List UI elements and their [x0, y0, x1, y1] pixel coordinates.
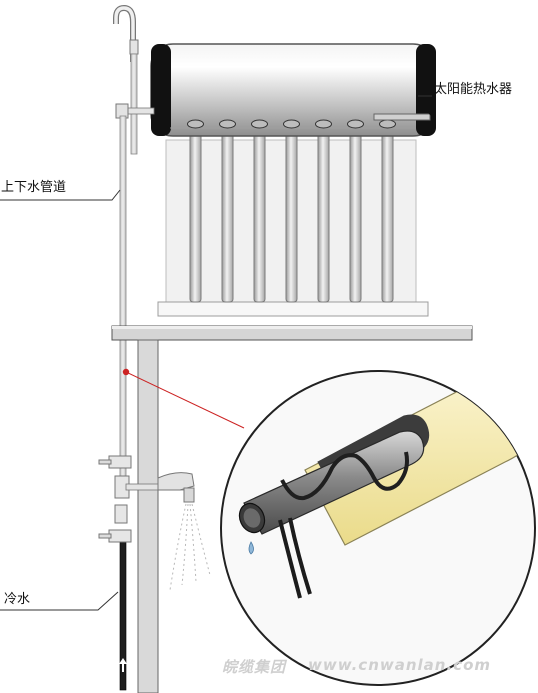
cold-water-label: 冷水 — [4, 592, 31, 607]
watermark-cn: 皖缆集团 — [222, 658, 287, 676]
detail-circle — [220, 370, 536, 686]
tube-collars — [187, 119, 396, 129]
faucet — [125, 472, 195, 503]
callout-line — [125, 371, 245, 429]
building-wall — [137, 339, 159, 693]
vacuum-tubes — [189, 119, 394, 303]
leader-lines — [0, 95, 432, 611]
watermark-url: www.cnwanlan.com — [308, 656, 492, 674]
callout-marker — [122, 368, 130, 376]
water-tank — [150, 43, 436, 137]
roof-slab — [111, 325, 473, 341]
water-spray — [169, 503, 211, 591]
supply-pipe-label: 上下水管道 — [1, 180, 67, 195]
solar-heater-label: 太阳能热水器 — [434, 82, 513, 97]
supply-pipe — [98, 4, 155, 691]
tank-outlet-pipe — [373, 111, 435, 135]
